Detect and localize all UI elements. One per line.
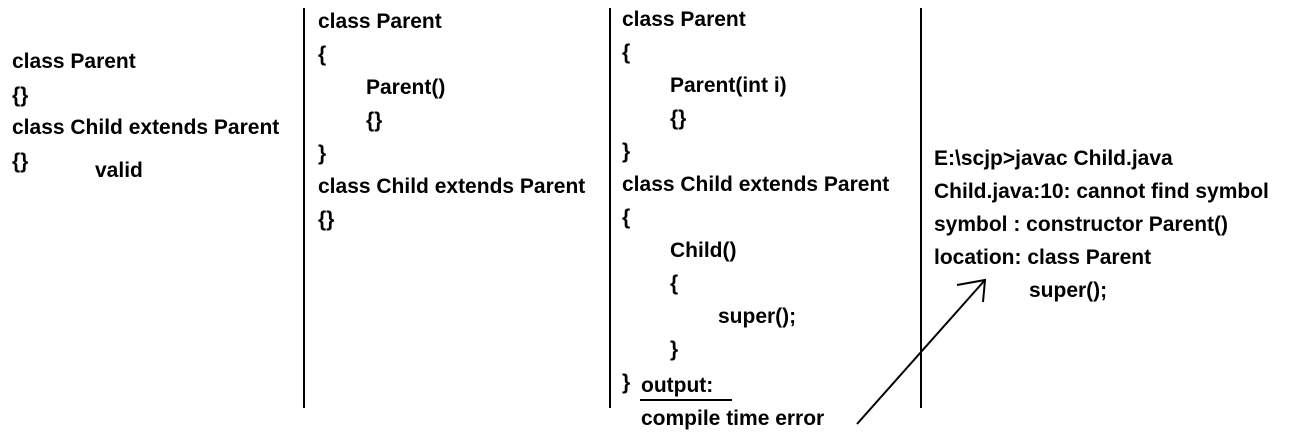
code-line: {} [12,150,29,173]
output-label: output: [641,374,714,397]
code-line: { [670,272,679,295]
console-line: Child.java:10: cannot find symbol [934,180,1269,203]
code-line: class Child extends Parent [318,175,586,198]
code-line: class Child extends Parent [12,116,280,139]
code-line: { [318,43,327,66]
code-line: class Parent [12,50,136,73]
code-line: } [622,140,631,163]
code-line: Parent() [366,76,446,99]
code-line: } [318,142,327,165]
console-line: location: class Parent [934,246,1152,269]
code-line: {} [12,84,29,107]
code-line: { [622,41,631,64]
console-line: super(); [1029,279,1108,302]
code-line: Parent(int i) [670,74,787,97]
code-line: Child() [670,239,737,262]
console-line: symbol : constructor Parent() [934,213,1229,236]
code-line: class Child extends Parent [622,173,890,196]
code-line: super(); [718,305,797,328]
code-line: {} [366,109,383,132]
code-line: { [622,206,631,229]
code-line: } [622,371,631,394]
code-line: class Parent [622,8,746,31]
code-line: {} [670,107,687,130]
output-underline [640,399,732,401]
output-value: compile time error [641,407,825,430]
divider-3 [920,8,922,408]
valid-note: valid [95,159,143,182]
code-line: {} [318,208,335,231]
divider-1 [303,8,305,408]
code-line: } [670,338,679,361]
code-line: class Parent [318,10,442,33]
console-line: E:\scjp>javac Child.java [934,147,1173,170]
divider-2 [609,8,611,408]
